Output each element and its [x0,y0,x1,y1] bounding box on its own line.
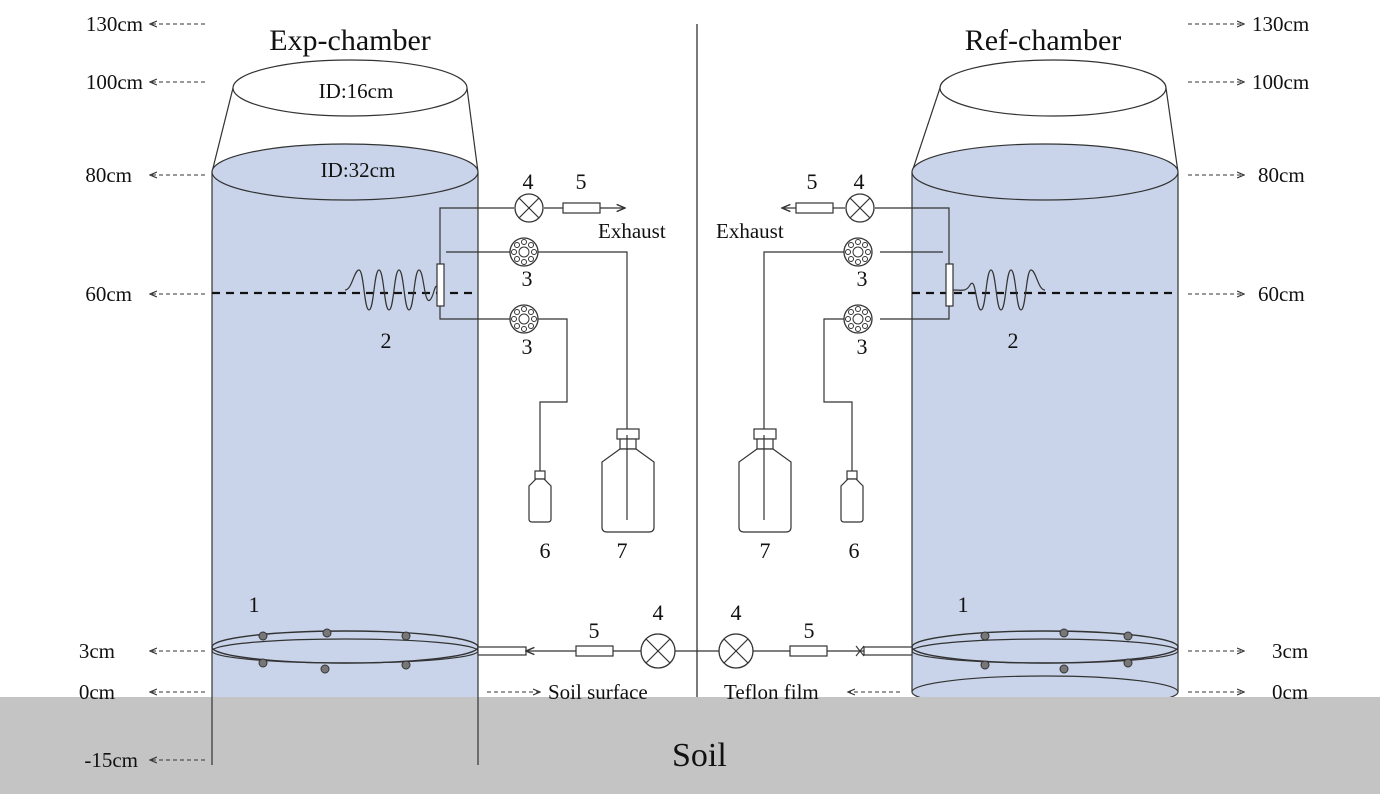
left-height-100: 100cm [86,70,143,94]
exhaust-left: Exhaust [598,219,666,243]
left-height-130: 130cm [86,12,143,36]
left-height-3: 3cm [79,639,115,663]
num-1-exp: 1 [249,592,260,617]
exp-valve-4-bottom [640,633,676,669]
left-height-minus15: -15cm [84,748,138,772]
teflon-film-label: Teflon film [724,680,819,704]
num-7-ref: 7 [760,538,771,563]
ref-chamber [863,59,1179,709]
ref-coil [952,269,1046,311]
num-3-ref-lower: 3 [857,334,868,359]
num-4-exp-bottom: 4 [653,600,664,625]
num-2-exp: 2 [381,328,392,353]
exp-chamber-title: Exp-chamber [269,24,431,57]
exp-top-id: ID:16cm [319,79,394,103]
num-4-ref-bottom: 4 [731,600,742,625]
num-5-exp-top: 5 [576,169,587,194]
exp-sample-bottle-6 [528,470,552,523]
left-height-0: 0cm [79,680,115,704]
exp-chamber-top-opening [232,59,468,117]
ref-chamber-body [912,172,1178,692]
soil-surface-label: Soil surface [548,680,648,704]
right-height-0: 0cm [1272,680,1308,704]
ref-flowmeter-5 [795,202,834,214]
exp-pump-3-upper [509,237,539,267]
ref-gas-bag-bottle-7 [738,428,792,533]
num-5-ref-bottom: 5 [804,618,815,643]
right-height-80: 80cm [1258,163,1305,187]
exp-sensor-probe [436,263,445,307]
right-height-60: 60cm [1258,282,1305,306]
ref-chamber-body-top [911,143,1179,201]
right-height-arrows [1188,24,1244,692]
ref-chamber-title: Ref-chamber [965,24,1122,57]
exp-flowmeter-5-bottom [575,645,614,657]
exp-pump-3-lower [509,304,539,334]
num-5-exp-bottom: 5 [589,618,600,643]
left-height-arrows [150,24,205,760]
num-3-exp-upper: 3 [522,266,533,291]
exp-valve-4 [514,193,544,223]
num-7-exp: 7 [617,538,628,563]
exp-body-id: ID:32cm [321,158,396,182]
ref-pump-3-lower [843,304,873,334]
exp-chamber-body [212,172,478,697]
left-height-60: 60cm [85,282,132,306]
exp-gas-bag-bottle-7 [601,428,655,533]
num-4-exp-top: 4 [523,169,534,194]
exp-chamber [211,59,527,765]
num-6-exp: 6 [540,538,551,563]
num-4-ref-top: 4 [854,169,865,194]
ref-valve-4 [845,193,875,223]
ref-pump-3-upper [843,237,873,267]
ref-chamber-top-opening [939,59,1167,117]
right-height-130: 130cm [1252,12,1309,36]
exhaust-right: Exhaust [716,219,784,243]
num-3-ref-upper: 3 [857,266,868,291]
ref-flowmeter-5-bottom [789,645,828,657]
ref-valve-4-bottom [718,633,754,669]
num-2-ref: 2 [1008,328,1019,353]
ref-sample-bottle-6 [840,470,864,523]
soil-label: Soil [672,737,727,774]
exp-chamber-body-top [211,143,479,201]
exp-plumbing [439,208,864,651]
soil-layer [0,697,1380,794]
num-5-ref-top: 5 [807,169,818,194]
num-1-ref: 1 [958,592,969,617]
num-6-ref: 6 [849,538,860,563]
ref-sensor-probe [945,263,954,307]
num-3-exp-lower: 3 [522,334,533,359]
left-height-80: 80cm [85,163,132,187]
exp-flowmeter-5 [562,202,601,214]
right-height-3: 3cm [1272,639,1308,663]
right-height-100: 100cm [1252,70,1309,94]
exp-coil [344,269,438,311]
